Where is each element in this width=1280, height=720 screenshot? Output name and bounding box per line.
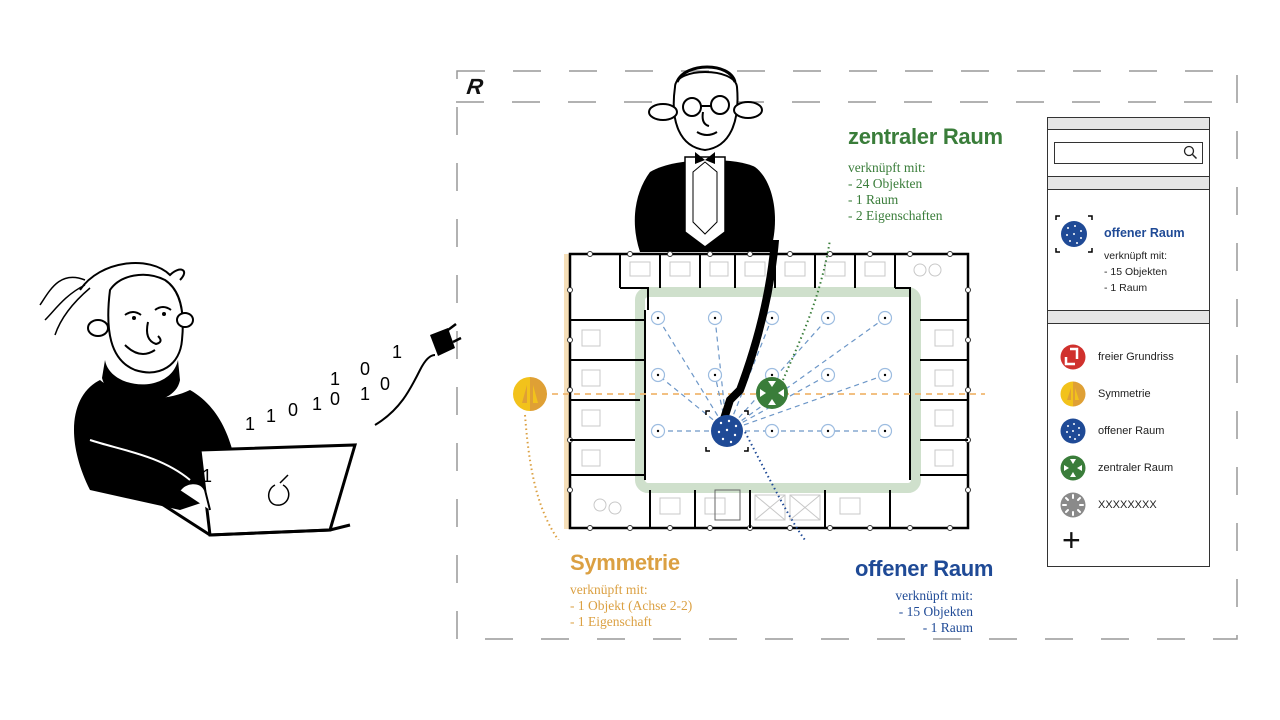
legend-label: XXXXXXXX bbox=[1098, 499, 1157, 511]
freier-grundriss-icon bbox=[1060, 344, 1086, 370]
callout-intro: verknüpft mit: bbox=[848, 160, 926, 175]
callout-item: - 1 Raum bbox=[922, 620, 973, 635]
placeholder-pattern-icon bbox=[1060, 492, 1086, 518]
corridor bbox=[635, 287, 921, 493]
callout-item: - 1 Objekt (Achse 2-2) bbox=[570, 598, 693, 613]
panel-header-bar bbox=[1048, 118, 1209, 130]
callout-item: - 2 Eigenschaften bbox=[848, 208, 943, 223]
binary-digit: 0 bbox=[360, 359, 370, 379]
callout-intro: verknüpft mit: bbox=[570, 582, 648, 597]
user-illustration: 1 1 0 1 0 1 0 1 0 1 0 1 bbox=[39, 262, 462, 537]
side-panel: offener Raum verknüpft mit: - 15 Objekte… bbox=[1047, 117, 1210, 567]
search-field[interactable] bbox=[1058, 143, 1182, 163]
legend-item-placeholder[interactable]: XXXXXXXX bbox=[1060, 490, 1157, 520]
zentraler-raum-marker[interactable] bbox=[756, 377, 788, 409]
butler-illustration bbox=[634, 65, 775, 252]
binary-digit: 1 bbox=[360, 384, 370, 404]
pattern-legend: freier Grundriss Symmetrie offener Raum bbox=[1048, 324, 1209, 574]
callout-item: - 24 Objekten bbox=[848, 176, 923, 191]
panel-divider-bar bbox=[1048, 176, 1209, 190]
callout-title: zentraler Raum bbox=[848, 124, 1003, 149]
axis-highlight bbox=[564, 254, 570, 529]
legend-label: freier Grundriss bbox=[1098, 351, 1174, 363]
legend-label: offener Raum bbox=[1098, 425, 1165, 437]
legend-label: zentraler Raum bbox=[1098, 462, 1174, 474]
binary-digit: 0 bbox=[192, 452, 202, 472]
binary-digit: 1 bbox=[392, 342, 402, 362]
zentraler-raum-icon bbox=[1060, 455, 1086, 481]
callout-zentraler-raum: zentraler Raum verknüpft mit: - 24 Objek… bbox=[848, 124, 1003, 224]
callout-item: - 1 Raum bbox=[848, 192, 899, 207]
callout-offener-raum: offener Raum verknüpft mit: - 15 Objekte… bbox=[855, 556, 1005, 636]
symmetrie-marker[interactable] bbox=[513, 377, 547, 411]
legend-item-zentraler-raum[interactable]: zentraler Raum bbox=[1060, 453, 1173, 483]
legend-item-symmetrie[interactable]: Symmetrie bbox=[1060, 379, 1151, 409]
callout-item: - 15 Objekten bbox=[898, 604, 973, 619]
binary-digit: 0 bbox=[288, 400, 298, 420]
binary-digit: 1 bbox=[245, 414, 255, 434]
binary-digit: 1 bbox=[312, 394, 322, 414]
canvas-frame bbox=[456, 70, 1238, 640]
selected-item-title: offener Raum bbox=[1104, 226, 1185, 240]
selected-item-link: - 1 Raum bbox=[1104, 282, 1148, 294]
binary-stream: 1 1 0 1 0 1 0 1 0 1 0 1 bbox=[192, 342, 402, 486]
callout-title: Symmetrie bbox=[570, 550, 680, 575]
panel-divider-bar bbox=[1048, 310, 1209, 324]
callout-title: offener Raum bbox=[855, 556, 994, 581]
offener-raum-marker[interactable] bbox=[705, 410, 749, 452]
add-pattern-button[interactable]: + bbox=[1062, 522, 1081, 558]
symmetrie-icon bbox=[1060, 381, 1086, 407]
search-icon[interactable] bbox=[1183, 145, 1198, 160]
offener-raum-icon bbox=[1060, 418, 1086, 444]
butler-arm bbox=[718, 240, 779, 429]
selected-item-intro: verknüpft mit: bbox=[1104, 250, 1168, 262]
callout-item: - 1 Eigenschaft bbox=[570, 614, 652, 629]
offener-raum-icon bbox=[1055, 215, 1093, 253]
binary-digit: 0 bbox=[330, 389, 340, 409]
callout-symmetrie: Symmetrie verknüpft mit: - 1 Objekt (Ach… bbox=[570, 550, 692, 630]
legend-item-freier-grundriss[interactable]: freier Grundriss bbox=[1060, 342, 1174, 372]
legend-label: Symmetrie bbox=[1098, 388, 1151, 400]
floor-plan bbox=[513, 240, 985, 540]
binary-digit: 1 bbox=[202, 466, 212, 486]
binary-digit: 1 bbox=[266, 406, 276, 426]
search-input[interactable] bbox=[1054, 142, 1203, 164]
selected-item-card: offener Raum verknüpft mit: - 15 Objekte… bbox=[1048, 190, 1209, 310]
binary-digit: 0 bbox=[380, 374, 390, 394]
callout-intro: verknüpft mit: bbox=[895, 588, 973, 603]
binary-digit: 1 bbox=[330, 369, 340, 389]
legend-item-offener-raum[interactable]: offener Raum bbox=[1060, 416, 1164, 446]
selected-item-link: - 15 Objekten bbox=[1104, 266, 1168, 278]
